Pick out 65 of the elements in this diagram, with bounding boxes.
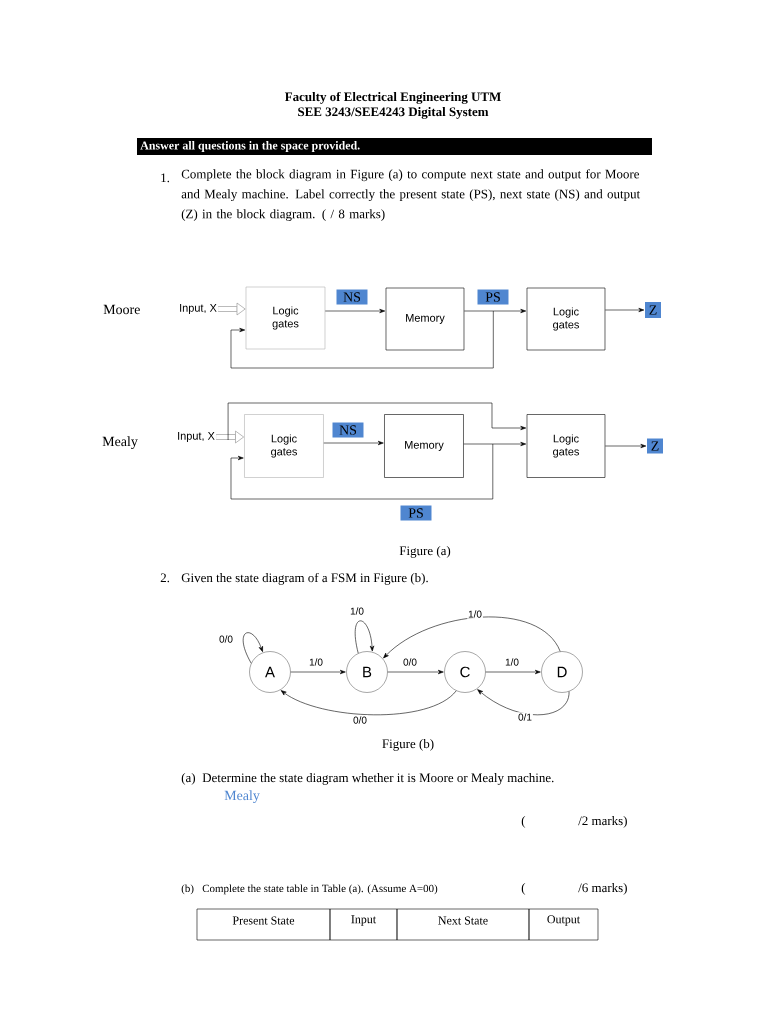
list-number: (b) bbox=[181, 884, 194, 895]
output-tag: Z bbox=[645, 302, 661, 318]
arrow bbox=[227, 402, 527, 441]
table-cell: Next State bbox=[396, 908, 530, 941]
edge-label: 0/0 bbox=[402, 657, 418, 667]
arrow bbox=[383, 616, 561, 659]
marks-text: ( bbox=[521, 883, 526, 895]
arrow bbox=[354, 620, 375, 654]
arrow bbox=[216, 430, 244, 444]
process-box: Memory bbox=[384, 414, 464, 478]
logic-box: Logic gates bbox=[245, 286, 326, 350]
edge-label: 1/0 bbox=[504, 657, 520, 667]
arrow bbox=[230, 310, 494, 369]
arrow bbox=[290, 669, 346, 675]
question-text: Complete the state table in Table (a). (Assume A=00) bbox=[202, 884, 438, 895]
state-tag: NS bbox=[332, 422, 364, 438]
output-tag: Z bbox=[647, 438, 663, 454]
subtitle: SEE 3243/SEE4243 Digital System bbox=[298, 107, 489, 119]
process-box: Logic gates bbox=[526, 287, 606, 351]
arrow bbox=[325, 308, 386, 314]
list-number: (a) bbox=[181, 773, 195, 785]
state-tag: PS bbox=[477, 289, 509, 305]
input-label: Input, X bbox=[180, 304, 217, 314]
table-cell: Input bbox=[329, 908, 398, 941]
edge-label: 0/0 bbox=[352, 715, 368, 725]
list-number: 1. bbox=[161, 173, 170, 183]
arrow bbox=[463, 441, 527, 447]
title: Faculty of Electrical Engineering UTM bbox=[284, 91, 501, 104]
arrow bbox=[605, 443, 647, 449]
edge-label: 0/0 bbox=[218, 634, 234, 644]
row-label: Moore bbox=[103, 304, 140, 315]
row-label: Mealy bbox=[102, 436, 138, 449]
arrow bbox=[218, 302, 246, 316]
arrow bbox=[280, 690, 457, 716]
marks-text: ( bbox=[521, 816, 526, 828]
table-cell: Output bbox=[528, 908, 599, 941]
marks-text: /2 marks) bbox=[578, 816, 627, 828]
answer-text: Mealy bbox=[224, 790, 260, 803]
process-box: Logic gates bbox=[526, 414, 606, 478]
arrow bbox=[605, 307, 645, 313]
arrow bbox=[464, 308, 527, 314]
state-tag: NS bbox=[336, 289, 368, 305]
figure-caption: Figure (b) bbox=[382, 739, 434, 751]
list-number: 2. bbox=[160, 573, 170, 583]
edge-label: 1/0 bbox=[467, 609, 483, 619]
arrow bbox=[387, 669, 444, 675]
arrow bbox=[485, 669, 541, 675]
arrow bbox=[323, 440, 384, 446]
arrow bbox=[242, 632, 263, 664]
table-cell: Present State bbox=[196, 908, 331, 941]
state-tag: PS bbox=[400, 505, 432, 521]
figure-caption: Figure (a) bbox=[399, 546, 451, 558]
edge-label: 0/1 bbox=[517, 712, 533, 722]
question-text: Given the state diagram of a FSM in Figure (b). bbox=[181, 572, 428, 585]
logic-box: Logic gates bbox=[244, 414, 324, 478]
edge-label: 1/0 bbox=[308, 657, 324, 667]
instruction-bar: Answer all questions in the space provided. bbox=[137, 138, 652, 155]
question-text: Determine the state diagram whether it is Moore or Mealy machine. bbox=[202, 773, 554, 785]
input-label: Input, X bbox=[178, 432, 215, 442]
question-text: Complete the block diagram in Figure (a) to compute next state and output for Moore and Mealy machine. Label correctly the present state (PS), next state (NS) and output (Z) in the block diagram. ( / 8 marks) bbox=[181, 169, 641, 221]
arrow bbox=[230, 443, 494, 500]
arrow bbox=[477, 689, 570, 716]
process-box: Memory bbox=[385, 287, 465, 351]
marks-text: /6 marks) bbox=[578, 883, 627, 895]
edge-label: 1/0 bbox=[349, 606, 365, 616]
